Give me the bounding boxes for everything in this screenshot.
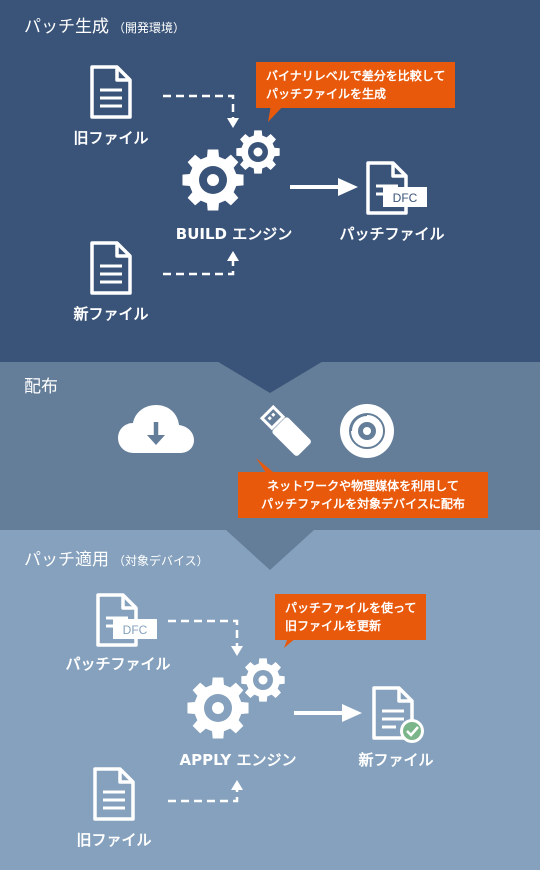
apply-patch-badge: DFC [123, 623, 148, 637]
build-connector-arrowhead-bottom [227, 251, 239, 261]
apply-section-title: パッチ適用（対象デバイス） [24, 550, 209, 570]
check-icon [406, 726, 419, 737]
usb-drive-icon [259, 404, 311, 456]
distribute-callout-tail [256, 458, 278, 476]
old-file-icon [90, 65, 132, 119]
apply-gears-icon [187, 658, 285, 739]
apply-new-file-label: 新ファイル [358, 751, 434, 769]
disc-icon [340, 404, 394, 458]
apply-output-arrowhead [342, 704, 362, 722]
apply-connector-arrowhead-top [231, 646, 243, 656]
updated-file-icon [372, 686, 424, 743]
build-old-file-label: 旧ファイル [73, 129, 149, 147]
build-callout-tail [268, 105, 284, 122]
build-new-file-label: 新ファイル [73, 305, 149, 323]
gears-icon [182, 130, 280, 211]
apply-patch-file-icon: DFC [96, 593, 157, 647]
patch-file-icon: DFC [366, 161, 427, 215]
build-callout: バイナリレベルで差分を比較して パッチファイルを生成 [256, 62, 456, 108]
build-output-arrowhead [338, 178, 358, 196]
apply-old-file-icon [93, 767, 135, 821]
distribute-section-title: 配布 [24, 377, 58, 397]
apply-old-file-label: 旧ファイル [76, 831, 152, 849]
apply-connector-arrowhead-bottom [231, 780, 243, 790]
section-build-bg [0, 0, 540, 362]
apply-connectors [168, 619, 239, 803]
build-connectors [163, 94, 235, 276]
cloud-download-icon [118, 405, 194, 453]
apply-callout: パッチファイルを使って 旧ファイルを更新 [275, 594, 427, 640]
build-connector-arrowhead-top [227, 118, 239, 128]
build-patch-label: パッチファイル [339, 225, 445, 243]
new-file-icon [90, 241, 132, 295]
build-patch-badge: DFC [393, 191, 418, 205]
section-distribute-arrow [215, 520, 325, 570]
section-build-arrow [215, 360, 325, 393]
build-engine-label: BUILD エンジン [175, 225, 293, 243]
distribute-callout: ネットワークや物理媒体を利用して パッチファイルを対象デバイスに配布 [238, 472, 488, 518]
build-section-title: パッチ生成（開発環境） [24, 17, 186, 37]
apply-engine-label: APPLY エンジン [179, 751, 297, 769]
apply-patch-label: パッチファイル [65, 655, 171, 673]
